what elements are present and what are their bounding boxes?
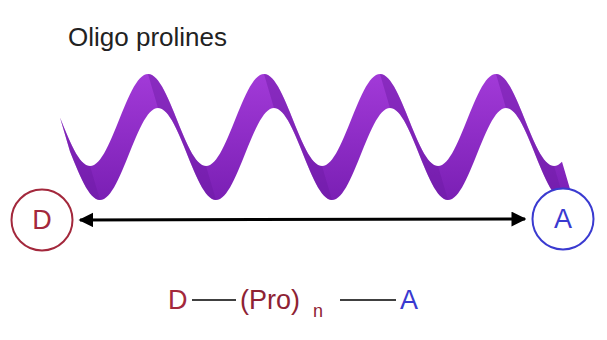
- formula-label: (Pro): [240, 287, 300, 314]
- bond-line: [192, 299, 236, 301]
- diagram-title: Oligo prolines: [68, 22, 227, 53]
- circle-node: A: [531, 187, 595, 251]
- ribbon-shade: [496, 74, 564, 200]
- subscript-label: n: [313, 302, 323, 320]
- node-letter: A: [554, 204, 572, 235]
- ribbon-band: [60, 74, 572, 200]
- ribbon-shade: [264, 74, 332, 200]
- bond-line: [340, 299, 396, 301]
- distance-arrow: [80, 218, 525, 222]
- circle-node: D: [10, 188, 74, 252]
- formula-label: D: [168, 287, 188, 314]
- ribbon-shade: [148, 74, 216, 200]
- node-letter: D: [32, 205, 52, 236]
- formula-label: A: [400, 287, 418, 314]
- helix-ribbon: [60, 74, 572, 200]
- ribbon-shade: [60, 118, 100, 200]
- ribbon-shade: [380, 74, 448, 200]
